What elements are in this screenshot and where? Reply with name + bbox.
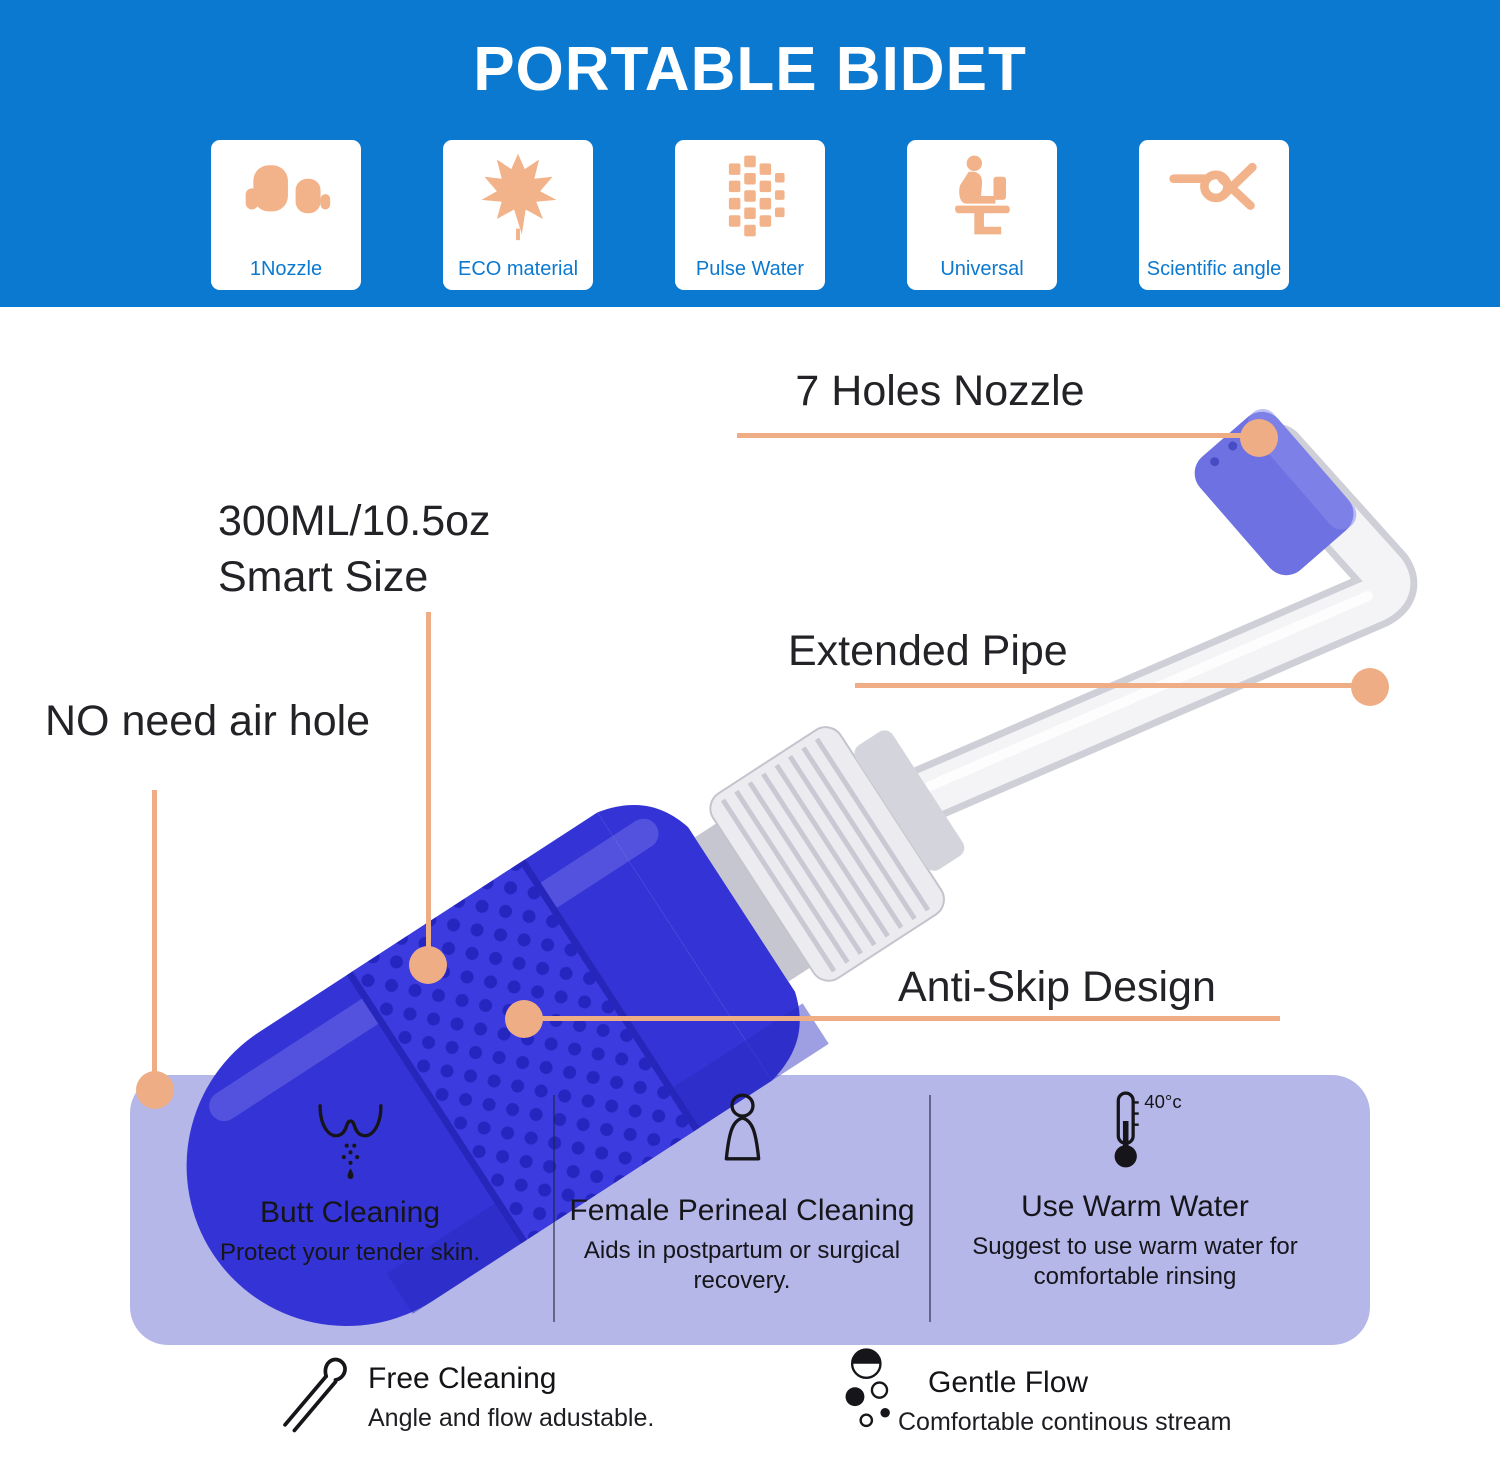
water-drops-icon: [845, 1348, 890, 1428]
feature-label: Pulse Water: [695, 258, 805, 280]
benefit-warm-water: 40°c Use Warm Water Suggest to use warm …: [940, 1084, 1330, 1292]
thermometer-icon: 40°c: [1114, 1091, 1182, 1168]
callout-size-line1: 300ML/10.5oz: [218, 497, 491, 545]
feature-card-universal: Universal: [907, 140, 1057, 290]
callout-airhole-dot: [136, 1071, 174, 1109]
footer-title: Gentle Flow: [928, 1366, 1089, 1399]
product-title: PORTABLE BIDET: [473, 35, 1027, 104]
callout-airhole-line: [152, 790, 157, 1075]
callout-size-dot: [409, 946, 447, 984]
feature-label: 1Nozzle: [249, 258, 323, 280]
callout-size-label: 300ML/10.5oz Smart Size: [218, 494, 491, 606]
feature-card-angle: Scientific angle: [1139, 140, 1289, 290]
callout-size-line: [426, 612, 431, 948]
footer-desc: Angle and flow adustable.: [368, 1404, 655, 1432]
benefit-desc: Aids in postpartum or surgical recovery.: [583, 1237, 901, 1294]
feature-label: Universal: [940, 258, 1024, 280]
thermometer-label: 40°c: [1144, 1091, 1181, 1112]
butt-cleaning-icon: [317, 1104, 383, 1179]
benefit-desc: Protect your tender skin.: [219, 1239, 481, 1266]
footer-title: Free Cleaning: [368, 1362, 557, 1395]
extended-pipe: [899, 424, 1418, 822]
panel-divider: [929, 1095, 931, 1322]
feature-label: ECO material: [457, 258, 579, 280]
benefit-butt-cleaning: Butt Cleaning Protect your tender skin.: [205, 1090, 495, 1268]
callout-nozzle-dot: [1240, 419, 1278, 457]
callout-pipe-dot: [1351, 668, 1389, 706]
callout-nozzle-label: 7 Holes Nozzle: [795, 367, 1085, 415]
callout-nozzle-line: [737, 433, 1247, 438]
benefit-title: Butt Cleaning: [259, 1196, 441, 1229]
nozzle-mitts-icon: [245, 165, 331, 214]
feature-label: Scientific angle: [1146, 258, 1282, 280]
callout-antiskip-line: [524, 1016, 1280, 1021]
feature-icons-row: 1Nozzle ECO material: [0, 140, 1500, 290]
bottle-cap: [709, 726, 965, 982]
header-banner: PORTABLE BIDET 1Nozzle E: [0, 0, 1500, 307]
footer-desc: Comfortable continous stream: [898, 1408, 1232, 1436]
feature-card-pulse: Pulse Water: [675, 140, 825, 290]
benefit-title: Use Warm Water: [1021, 1190, 1249, 1223]
pulse-water-icon: [728, 155, 785, 237]
callout-pipe-label: Extended Pipe: [788, 627, 1068, 675]
feature-card-nozzle: 1Nozzle: [211, 140, 361, 290]
female-figure-icon: [724, 1093, 760, 1161]
nozzle-hole: [1210, 457, 1220, 467]
angled-pipe-icon: [1169, 162, 1257, 210]
callout-antiskip-label: Anti-Skip Design: [898, 963, 1216, 1011]
bottle-neck-ring: [694, 823, 811, 982]
feature-card-eco: ECO material: [443, 140, 593, 290]
callout-antiskip-dot: [505, 1000, 543, 1038]
panel-divider: [553, 1095, 555, 1322]
benefit-title: Female Perineal Cleaning: [569, 1194, 915, 1227]
callout-pipe-line: [855, 683, 1367, 688]
angled-nozzle-icon: [283, 1357, 347, 1433]
maple-leaf-icon: [481, 153, 557, 241]
callout-size-line2: Smart Size: [218, 552, 429, 601]
toilet-user-icon: [955, 155, 1010, 235]
nozzle-hole: [1228, 441, 1238, 451]
bottle-shoulder: [597, 805, 800, 1081]
callout-airhole-label: NO need air hole: [45, 697, 371, 745]
benefit-female-cleaning: Female Perineal Cleaning Aids in postpar…: [560, 1084, 924, 1296]
benefit-desc: Suggest to use warm water for comfortabl…: [972, 1233, 1298, 1290]
